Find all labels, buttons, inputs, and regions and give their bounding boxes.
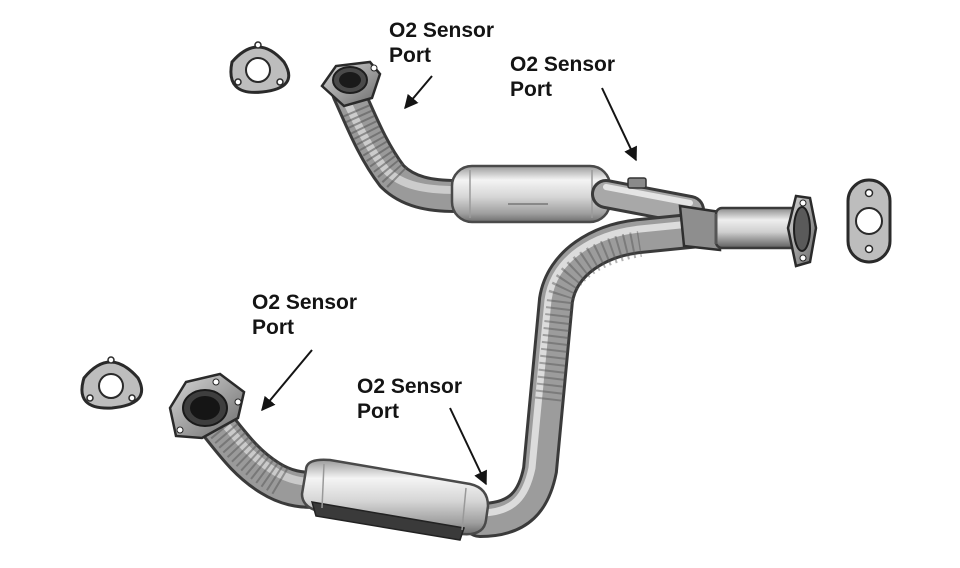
o2-sensor-port-label-upper-right: O2 Sensor Port bbox=[510, 52, 615, 102]
upper-catalytic-converter bbox=[450, 164, 612, 224]
lower-left-pipe bbox=[191, 397, 333, 509]
gasket-right bbox=[846, 178, 892, 264]
o2-sensor-port-label-lower-center: O2 Sensor Port bbox=[357, 374, 462, 424]
label-line2: Port bbox=[357, 400, 399, 423]
flange-right bbox=[786, 194, 818, 268]
label-line2: Port bbox=[510, 78, 552, 101]
gasket-top-left bbox=[229, 41, 291, 94]
label-line1: O2 Sensor bbox=[510, 53, 616, 76]
collector-outlet bbox=[678, 204, 800, 252]
label-line1: O2 Sensor bbox=[357, 375, 463, 398]
flange-top-left bbox=[320, 60, 382, 108]
o2-sensor-port-label-upper-left: O2 Sensor Port bbox=[389, 18, 494, 68]
gasket-bottom-left bbox=[80, 356, 144, 410]
label-line1: O2 Sensor bbox=[389, 19, 495, 42]
label-line2: Port bbox=[252, 316, 294, 339]
upper-pipe bbox=[331, 75, 473, 213]
lower-catalytic-converter bbox=[300, 458, 490, 541]
flange-bottom-left bbox=[168, 372, 246, 440]
callout-arrows bbox=[261, 75, 637, 486]
label-line1: O2 Sensor bbox=[252, 291, 358, 314]
label-line2: Port bbox=[389, 44, 431, 67]
upper-pipe-to-junction bbox=[591, 177, 705, 225]
lower-s-pipe bbox=[462, 212, 718, 538]
o2-sensor-port-label-lower-left: O2 Sensor Port bbox=[252, 290, 357, 340]
